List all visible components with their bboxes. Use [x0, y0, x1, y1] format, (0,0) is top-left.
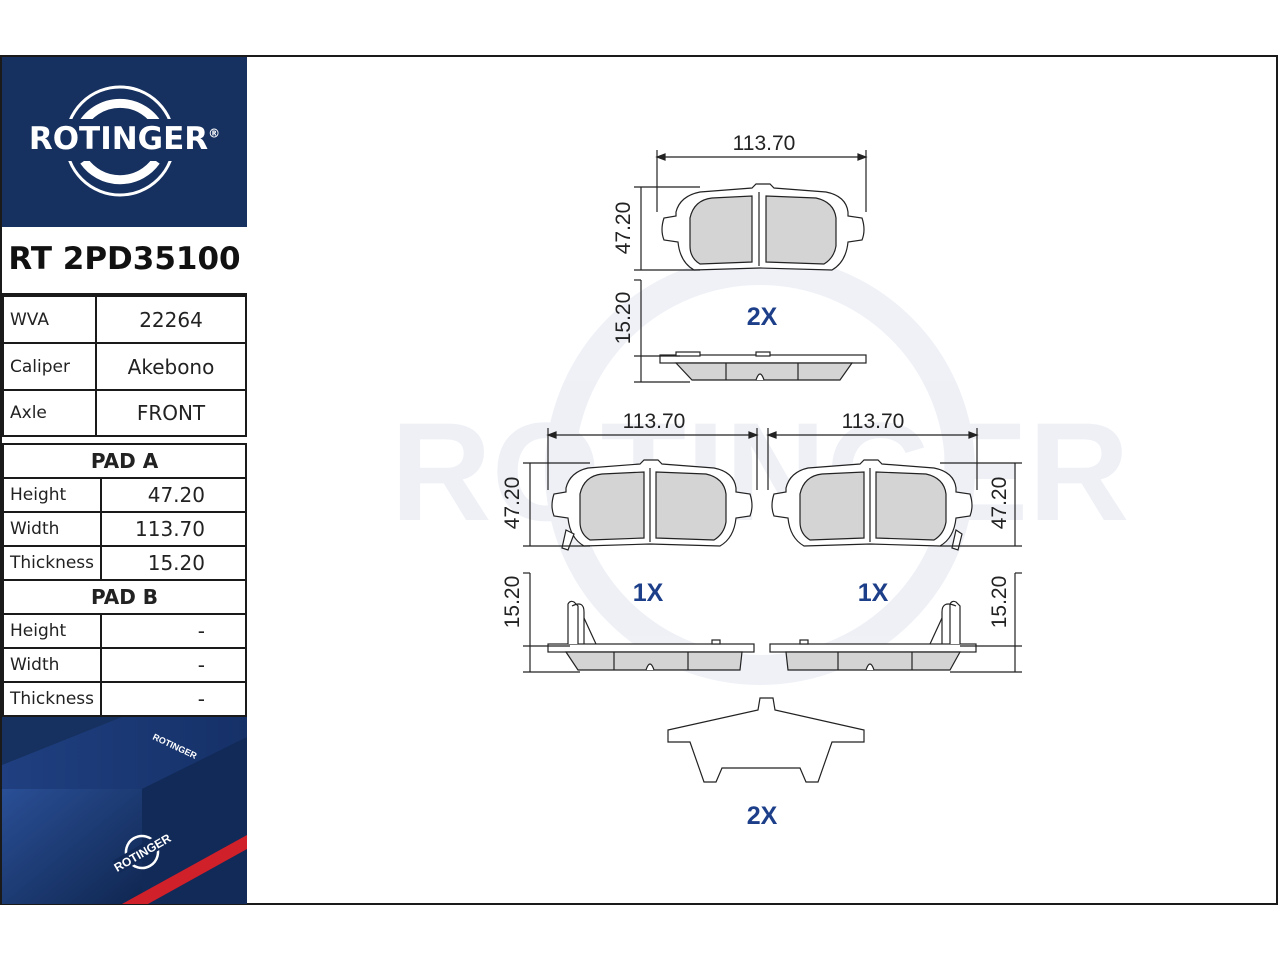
top-pad-thickness-label: 15.20	[612, 292, 635, 345]
row-label: Height	[1, 613, 103, 649]
row-label: Width	[1, 647, 103, 683]
right-pad-thickness-label: 15.20	[988, 576, 1011, 629]
right-pad-height-label: 47.20	[988, 477, 1011, 530]
pad-a-header: PAD A	[2, 443, 247, 479]
left-pad-height-label: 47.20	[501, 477, 524, 530]
right-pad-thickness-dimension	[950, 572, 1022, 673]
product-package-image: ROTINGER ROTINGER	[2, 717, 247, 904]
table-row: Height 47.20	[1, 477, 247, 513]
table-row: Width -	[1, 647, 247, 683]
left-pad-thickness-dimension	[523, 572, 580, 673]
row-value: 15.20	[100, 545, 247, 581]
brand-logo-icon	[24, 85, 210, 197]
left-pad-thickness-label: 15.20	[501, 576, 524, 629]
pad-b-header: PAD B	[2, 579, 247, 615]
table-row: Thickness 15.20	[1, 545, 247, 581]
top-pad-width-dimension	[655, 150, 868, 212]
top-pad-width-label: 113.70	[733, 132, 796, 155]
right-pad-width-label: 113.70	[842, 410, 905, 433]
brand-name: ROTINGER®	[28, 121, 221, 157]
watermark: ROTINGER	[391, 255, 1130, 685]
spec-table: WVA 22264 Caliper Akebono Axle FRONT	[2, 295, 247, 437]
pad-b-title: PAD B	[2, 579, 247, 615]
spec-row-wva: WVA 22264	[2, 295, 247, 344]
spec-label: WVA	[2, 295, 97, 344]
row-value: -	[100, 647, 247, 683]
brand-logo-panel: ROTINGER®	[2, 57, 247, 227]
part-number-box: RT 2PD35100	[2, 227, 247, 295]
watermark-text: ROTINGER	[391, 393, 1130, 550]
top-pad-quantity: 2X	[747, 303, 778, 331]
spec-value: Akebono	[95, 342, 247, 391]
left-pad-width-label: 113.70	[623, 410, 686, 433]
left-pad-front-view	[551, 459, 753, 551]
package-box-icon: ROTINGER ROTINGER	[2, 717, 247, 904]
row-label: Thickness	[1, 545, 103, 581]
shim-quantity: 2X	[747, 802, 778, 830]
outer-frame	[0, 55, 1278, 905]
table-row: Thickness -	[1, 681, 247, 717]
spec-value: 22264	[95, 295, 247, 344]
pad-a-table: PAD A Height 47.20 Width 113.70 Thicknes…	[1, 443, 247, 717]
table-row: Width 113.70	[1, 511, 247, 547]
shim-outline	[667, 697, 865, 783]
technical-drawing: ROTINGER	[391, 132, 1130, 830]
row-value: -	[100, 613, 247, 649]
row-value: -	[100, 681, 247, 717]
left-pad-width-dimension	[546, 428, 759, 490]
right-pad-height-dimension	[940, 462, 1022, 547]
left-pad-height-dimension	[523, 462, 590, 547]
row-label: Width	[1, 511, 103, 547]
spec-row-axle: Axle FRONT	[2, 389, 247, 437]
top-pad-thickness-dimension	[634, 279, 690, 383]
top-pad-front-view	[661, 183, 865, 271]
left-pad-quantity: 1X	[633, 579, 664, 607]
spec-value: FRONT	[95, 389, 247, 437]
top-pad-height-dimension	[634, 186, 700, 271]
row-value: 47.20	[100, 477, 247, 513]
table-row: Height -	[1, 613, 247, 649]
right-pad-width-dimension	[766, 428, 979, 490]
sidebar: ROTINGER® RT 2PD35100 WVA 22264 Caliper …	[1, 57, 247, 904]
right-pad-front-view	[771, 459, 973, 551]
spec-row-caliper: Caliper Akebono	[2, 342, 247, 391]
top-pad-side-view	[659, 351, 867, 381]
pad-a-title: PAD A	[2, 443, 247, 479]
part-number: RT 2PD35100	[8, 241, 241, 277]
spec-label: Axle	[2, 389, 97, 437]
row-value: 113.70	[100, 511, 247, 547]
left-pad-side-view	[547, 600, 755, 671]
top-pad-height-label: 47.20	[612, 202, 635, 255]
spec-label: Caliper	[2, 342, 97, 391]
row-label: Thickness	[1, 681, 103, 717]
right-pad-side-view	[769, 600, 977, 671]
row-label: Height	[1, 477, 103, 513]
right-pad-quantity: 1X	[858, 579, 889, 607]
